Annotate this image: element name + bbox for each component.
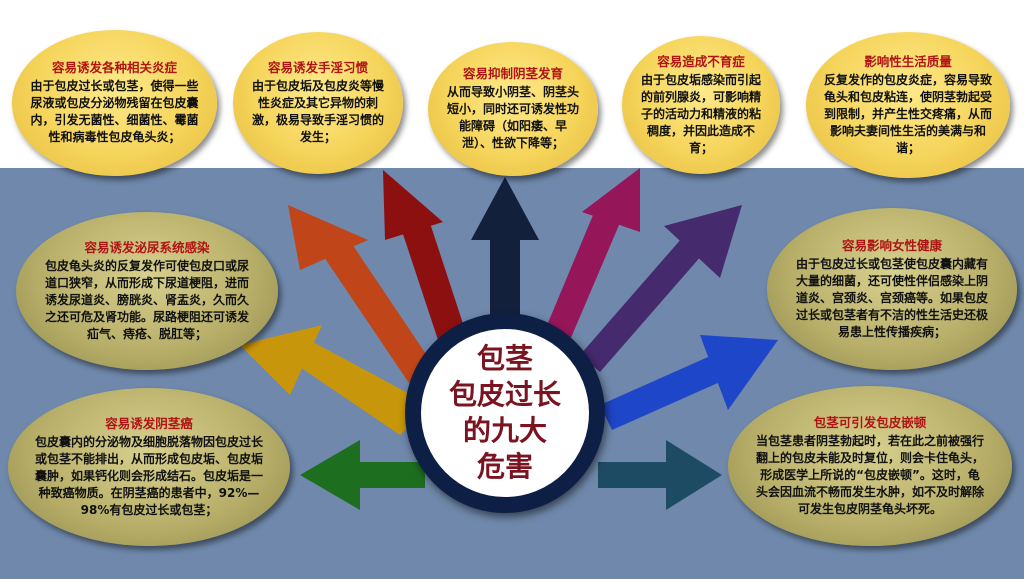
bubble-title: 容易诱发手淫习惯: [267, 60, 368, 75]
bubble-masturbation: 容易诱发手淫习惯 由于包皮垢及包皮炎等慢性炎症及其它异物的刺激，极易导致手淫习惯…: [233, 32, 403, 174]
bubble-body: 包皮囊内的分泌物及细胞脱落物因包皮过长或包茎不能排出，从而形成包皮垢、包皮垢囊肿…: [34, 434, 263, 517]
bubble-title: 容易诱发阴茎癌: [105, 415, 193, 431]
bubble-body: 包皮龟头炎的反复发作可使包皮口或尿道口狭窄，从而形成下尿道梗阻，进而诱发尿道炎、…: [44, 258, 249, 341]
arrow-darkred: [383, 170, 470, 352]
bubble-paraphimosis: 包茎可引发包皮嵌顿 当包茎患者阴茎勃起时，若在此之前被强行翻上的包皮未能及时复位…: [728, 386, 1012, 546]
bubble-title: 容易抑制阴茎发育: [462, 66, 563, 81]
arrow-green: [300, 440, 425, 510]
bubble-title: 容易诱发各种相关炎症: [51, 60, 177, 75]
arrow-orange: [288, 205, 440, 392]
bubble-title: 容易影响女性健康: [841, 237, 942, 253]
bubble-body: 由于包皮垢感染而引起的前列腺炎，可影响精子的活动力和精液的粘稠度，并因此造成不育…: [640, 72, 761, 155]
arrow-purple: [580, 205, 742, 372]
center-title: 包茎 包皮过长 的九大 危害: [448, 342, 561, 483]
arrow-teal: [598, 440, 722, 510]
bubble-body: 由于包皮过长或包茎，使得一些尿液或包皮分泌物残留在包皮囊内，引发无菌性、细菌性、…: [30, 79, 199, 144]
bubble-title: 影响性生活质量: [864, 53, 952, 69]
bubble-female-health: 容易影响女性健康 由于包皮过长或包茎使包皮囊内藏有大量的细菌，还可使性伴侣感染上…: [767, 208, 1017, 370]
bubble-title: 包茎可引发包皮嵌顿: [813, 414, 927, 430]
bubble-infertility: 容易造成不育症 由于包皮垢感染而引起的前列腺炎，可影响精子的活动力和精液的粘稠度…: [622, 36, 780, 174]
bubble-body: 由于包皮垢及包皮炎等慢性炎症及其它异物的刺激，极易导致手淫习惯的发生；: [251, 79, 384, 144]
bubble-body: 当包茎患者阴茎勃起时，若在此之前被强行翻上的包皮未能及时复位，则会卡住龟头，形成…: [756, 433, 985, 516]
bubble-development: 容易抑制阴茎发育 从而导致小阴茎、阴茎头短小，同时还可诱发性功能障碍（如阳痿、早…: [428, 42, 598, 176]
center-circle: 包茎 包皮过长 的九大 危害: [405, 313, 605, 513]
arrow-ochre: [240, 325, 430, 435]
bubble-quality: 影响性生活质量 反复发作的包皮炎症，容易导致龟头和包皮粘连，使阴茎勃起受到限制，…: [806, 32, 1010, 178]
bubble-inflammation: 容易诱发各种相关炎症 由于包皮过长或包茎，使得一些尿液或包皮分泌物残留在包皮囊内…: [12, 30, 217, 176]
bubble-body: 由于包皮过长或包茎使包皮囊内藏有大量的细菌，还可使性伴侣感染上阴道炎、宫颈炎、宫…: [795, 256, 988, 339]
bubble-title: 容易诱发泌尿系统感染: [84, 239, 210, 255]
bubble-urinary: 容易诱发泌尿系统感染 包皮龟头炎的反复发作可使包皮口或尿道口狭窄，从而形成下尿道…: [16, 212, 278, 370]
bubble-body: 从而导致小阴茎、阴茎头短小，同时还可诱发性功能障碍（如阳痿、早泄）、性欲下降等；: [446, 85, 579, 150]
bubble-body: 反复发作的包皮炎症，容易导致龟头和包皮粘连，使阴茎勃起受到限制，并产生性交疼痛，…: [824, 72, 993, 155]
arrow-navy: [471, 177, 539, 322]
arrow-magenta: [545, 168, 640, 340]
bubble-title: 容易造成不育症: [657, 53, 745, 69]
arrow-blue: [600, 335, 778, 430]
bubble-cancer: 容易诱发阴茎癌 包皮囊内的分泌物及细胞脱落物因包皮过长或包茎不能排出，从而形成包…: [8, 388, 290, 546]
